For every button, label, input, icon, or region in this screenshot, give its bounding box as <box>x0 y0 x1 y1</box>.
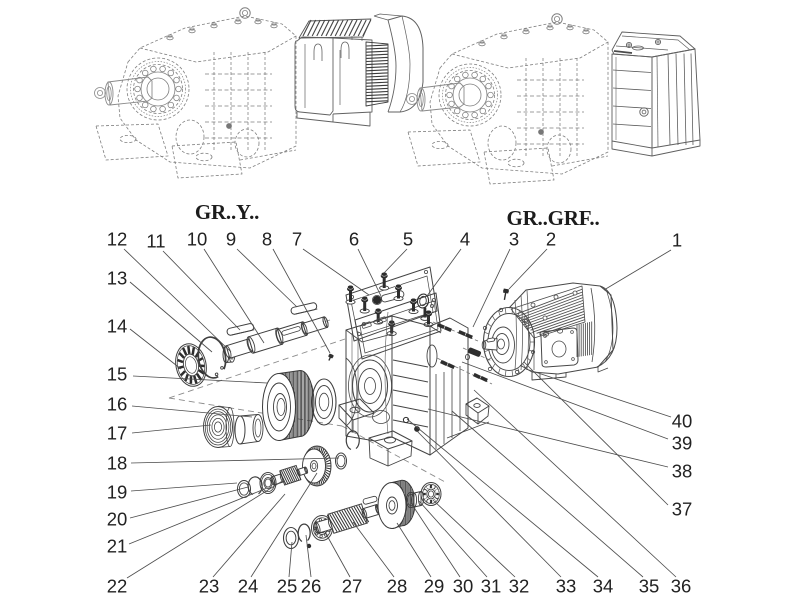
svg-text:39: 39 <box>672 433 693 454</box>
svg-text:20: 20 <box>107 509 128 530</box>
svg-text:3: 3 <box>509 229 519 250</box>
svg-text:34: 34 <box>593 576 614 597</box>
svg-text:6: 6 <box>349 229 359 250</box>
svg-text:14: 14 <box>107 316 128 337</box>
svg-text:2: 2 <box>546 229 556 250</box>
svg-text:4: 4 <box>460 229 470 250</box>
svg-text:24: 24 <box>238 576 259 597</box>
svg-text:16: 16 <box>107 394 128 415</box>
svg-text:11: 11 <box>146 231 165 252</box>
svg-text:7: 7 <box>292 229 302 250</box>
svg-text:22: 22 <box>107 576 128 597</box>
svg-text:26: 26 <box>301 576 322 597</box>
svg-text:9: 9 <box>226 229 236 250</box>
svg-text:38: 38 <box>672 461 693 482</box>
svg-text:25: 25 <box>277 576 298 597</box>
svg-text:15: 15 <box>107 364 128 385</box>
svg-text:23: 23 <box>199 576 220 597</box>
svg-text:31: 31 <box>481 576 502 597</box>
svg-text:18: 18 <box>107 453 128 474</box>
svg-text:17: 17 <box>107 423 128 444</box>
svg-text:33: 33 <box>556 576 577 597</box>
svg-text:1: 1 <box>672 230 682 251</box>
svg-text:35: 35 <box>639 576 660 597</box>
svg-text:19: 19 <box>107 482 128 503</box>
svg-text:30: 30 <box>453 576 474 597</box>
svg-text:32: 32 <box>509 576 530 597</box>
svg-text:36: 36 <box>671 576 692 597</box>
svg-text:37: 37 <box>672 499 693 520</box>
svg-text:13: 13 <box>107 268 128 289</box>
svg-text:GR..GRF..: GR..GRF.. <box>506 206 599 230</box>
svg-text:29: 29 <box>424 576 445 597</box>
svg-text:40: 40 <box>672 411 693 432</box>
svg-text:10: 10 <box>187 229 208 250</box>
svg-text:28: 28 <box>387 576 408 597</box>
svg-text:12: 12 <box>107 229 128 250</box>
svg-text:27: 27 <box>342 576 363 597</box>
svg-text:21: 21 <box>107 536 128 557</box>
svg-text:5: 5 <box>403 229 413 250</box>
svg-text:GR..Y..: GR..Y.. <box>195 200 259 224</box>
svg-text:8: 8 <box>262 229 272 250</box>
